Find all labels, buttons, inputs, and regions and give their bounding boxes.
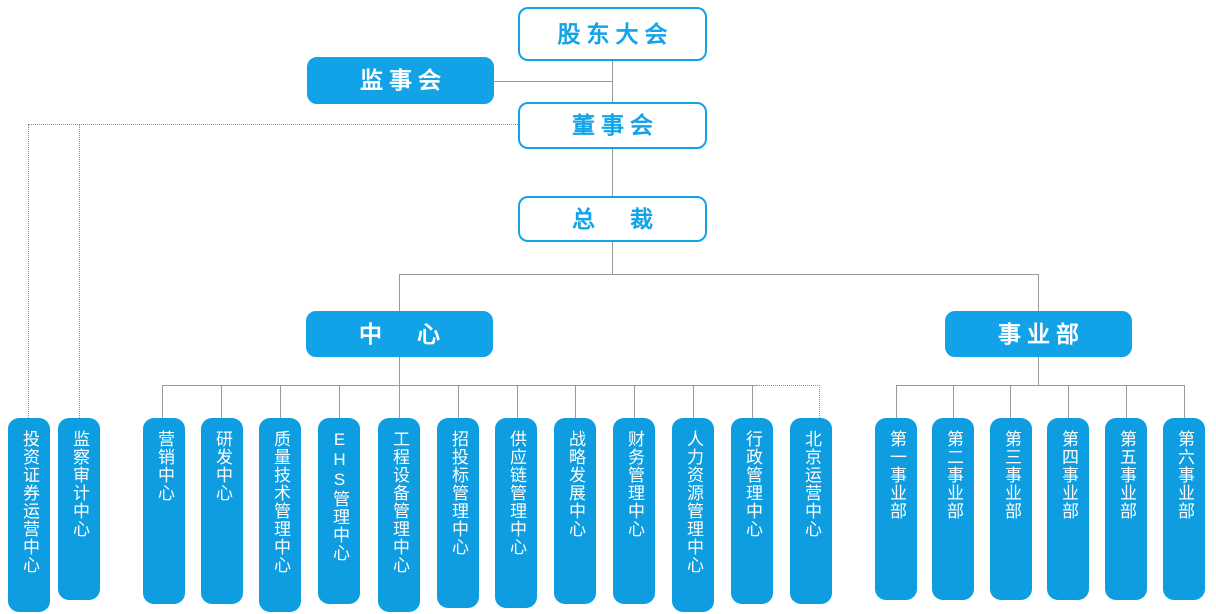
connector-divisions-to-divbus bbox=[1038, 357, 1039, 385]
node-marketing-center[interactable]: 营销中心 bbox=[143, 418, 185, 604]
node-label: 股东大会 bbox=[557, 20, 674, 47]
connector-drop-engineering bbox=[399, 385, 400, 418]
node-label: 人力资源管理中心 bbox=[684, 430, 704, 574]
connector-drop-div-1 bbox=[896, 385, 897, 418]
node-administration-management-center[interactable]: 行政管理中心 bbox=[731, 418, 773, 604]
node-supervision-audit-center[interactable]: 监察审计中心 bbox=[58, 418, 100, 600]
connector-centers-bus-dotted bbox=[757, 385, 820, 386]
connector-bus-to-divisions bbox=[1038, 274, 1039, 311]
node-label: 董事会 bbox=[572, 112, 659, 138]
node-label: 第五事业部 bbox=[1117, 430, 1137, 520]
connector-drop-div-6 bbox=[1184, 385, 1185, 418]
node-label: 第四事业部 bbox=[1059, 430, 1079, 520]
node-beijing-operations-center[interactable]: 北京运营中心 bbox=[790, 418, 832, 604]
node-board-of-directors[interactable]: 董事会 bbox=[518, 102, 707, 149]
node-label: 研发中心 bbox=[213, 430, 233, 502]
node-supervisory-board[interactable]: 监事会 bbox=[307, 57, 494, 104]
node-finance-management-center[interactable]: 财务管理中心 bbox=[613, 418, 655, 604]
node-divisions[interactable]: 事业部 bbox=[945, 311, 1132, 357]
connector-drop-rnd bbox=[221, 385, 222, 418]
node-division-4[interactable]: 第四事业部 bbox=[1047, 418, 1089, 600]
connector-president-to-bus bbox=[612, 241, 613, 274]
connector-divisions-bus bbox=[896, 385, 1184, 386]
node-bidding-management-center[interactable]: 招投标管理中心 bbox=[437, 418, 479, 608]
connector-drop-div-3 bbox=[1010, 385, 1011, 418]
node-label: EHS管理中心 bbox=[330, 430, 350, 562]
node-label: 第三事业部 bbox=[1002, 430, 1022, 520]
connector-drop-marketing bbox=[162, 385, 163, 418]
connector-drop-supply-chain bbox=[517, 385, 518, 418]
node-rnd-center[interactable]: 研发中心 bbox=[201, 418, 243, 604]
node-human-resources-management-center[interactable]: 人力资源管理中心 bbox=[672, 418, 714, 612]
connector-supervisory-to-spine bbox=[493, 81, 613, 82]
node-ehs-management-center[interactable]: EHS管理中心 bbox=[318, 418, 360, 604]
node-label: 第六事业部 bbox=[1175, 430, 1195, 520]
node-label: 战略发展中心 bbox=[566, 430, 586, 538]
node-investment-securities-operations-center[interactable]: 投资证券运营中心 bbox=[8, 418, 50, 612]
connector-drop-div-5 bbox=[1126, 385, 1127, 418]
node-division-6[interactable]: 第六事业部 bbox=[1163, 418, 1205, 600]
node-label: 北京运营中心 bbox=[802, 430, 822, 538]
node-quality-technology-management-center[interactable]: 质量技术管理中心 bbox=[259, 418, 301, 612]
node-label: 第一事业部 bbox=[887, 430, 907, 520]
node-label: 质量技术管理中心 bbox=[271, 430, 291, 574]
node-shareholders-meeting[interactable]: 股东大会 bbox=[518, 7, 707, 61]
connector-drop-finance bbox=[634, 385, 635, 418]
connector-drop-ehs bbox=[339, 385, 340, 418]
connector-main-bus bbox=[399, 274, 1039, 275]
node-division-5[interactable]: 第五事业部 bbox=[1105, 418, 1147, 600]
connector-beijing-drop-dotted bbox=[819, 385, 820, 418]
node-label: 中 心 bbox=[359, 320, 446, 347]
connector-dotted-drop-audit bbox=[79, 124, 80, 418]
connector-board-dotted-bus bbox=[28, 124, 518, 125]
node-label: 行政管理中心 bbox=[743, 430, 763, 538]
node-division-3[interactable]: 第三事业部 bbox=[990, 418, 1032, 600]
node-label: 工程设备管理中心 bbox=[390, 430, 410, 574]
node-label: 事业部 bbox=[998, 320, 1085, 347]
connector-drop-admin bbox=[752, 385, 753, 418]
node-strategy-development-center[interactable]: 战略发展中心 bbox=[554, 418, 596, 604]
connector-drop-bidding bbox=[458, 385, 459, 418]
node-centers[interactable]: 中 心 bbox=[306, 311, 493, 357]
node-label: 财务管理中心 bbox=[625, 430, 645, 538]
node-label: 招投标管理中心 bbox=[449, 430, 469, 556]
node-supply-chain-management-center[interactable]: 供应链管理中心 bbox=[495, 418, 537, 608]
connector-board-to-president bbox=[612, 149, 613, 197]
connector-drop-quality-tech bbox=[280, 385, 281, 418]
connector-drop-div-4 bbox=[1068, 385, 1069, 418]
node-president[interactable]: 总 裁 bbox=[518, 196, 707, 242]
node-division-1[interactable]: 第一事业部 bbox=[875, 418, 917, 600]
connector-bus-to-centers bbox=[399, 274, 400, 311]
node-label: 第二事业部 bbox=[944, 430, 964, 520]
node-engineering-equipment-management-center[interactable]: 工程设备管理中心 bbox=[378, 418, 420, 612]
node-division-2[interactable]: 第二事业部 bbox=[932, 418, 974, 600]
connector-drop-hr bbox=[693, 385, 694, 418]
connector-dotted-drop-invest-sec bbox=[28, 124, 29, 418]
connector-drop-div-2 bbox=[953, 385, 954, 418]
connector-centers-bus bbox=[162, 385, 757, 386]
connector-shareholders-to-board bbox=[612, 61, 613, 103]
node-label: 总 裁 bbox=[572, 205, 659, 232]
connector-centers-to-centerbus bbox=[399, 357, 400, 385]
node-label: 监事会 bbox=[360, 67, 447, 93]
node-label: 监察审计中心 bbox=[70, 430, 90, 538]
node-label: 供应链管理中心 bbox=[507, 430, 527, 556]
connector-drop-strategy bbox=[575, 385, 576, 418]
node-label: 投资证券运营中心 bbox=[20, 430, 40, 574]
node-label: 营销中心 bbox=[155, 430, 175, 502]
